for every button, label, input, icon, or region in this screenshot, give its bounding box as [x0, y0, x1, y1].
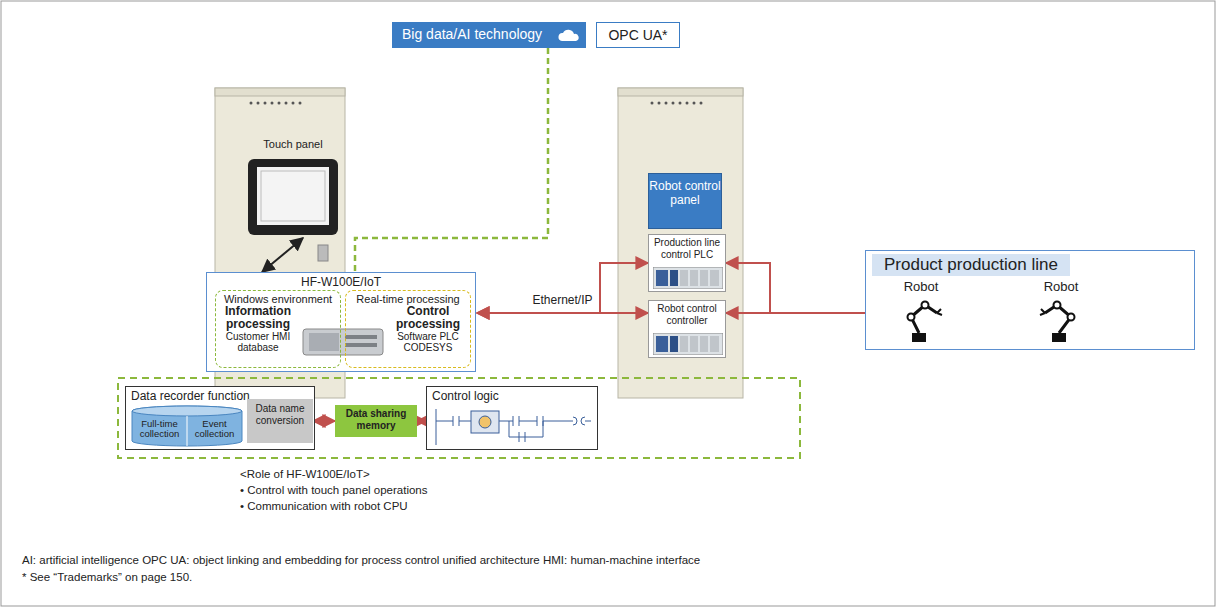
controller-box-picture [653, 333, 723, 355]
node-title: Windows environment [224, 293, 332, 305]
robot: Robot [1021, 279, 1101, 343]
node-title: Touch panel [243, 138, 343, 150]
robot-picture [891, 297, 951, 343]
plc-box: Production line control PLC [648, 234, 726, 292]
node-title: Robot [881, 279, 961, 294]
shared-memory-box: Data sharing memory [335, 405, 417, 437]
device-box: HF-W100E/IoTWindows environmentInformati… [206, 272, 476, 372]
connector [262, 238, 303, 272]
environment-box: Real-time processingControl processingSo… [345, 290, 471, 368]
device-box-picture [301, 323, 385, 359]
role-note: • Communication with robot CPU [240, 500, 408, 512]
connector [355, 48, 548, 272]
role-note: • Control with touch panel operations [240, 484, 428, 496]
connector [477, 263, 648, 313]
cloud-service-box: Big data/AI technology [392, 22, 586, 48]
connector [726, 312, 881, 314]
node-title: Real-time processing [356, 293, 459, 305]
node-title: Control logic [432, 389, 592, 403]
touch-panel: Touch panel [243, 138, 343, 238]
plc-box-picture [653, 267, 723, 289]
node-title: Data sharing memory [337, 408, 415, 431]
conversion-box: Data name conversion [247, 399, 313, 443]
node-text: Customer HMI database [219, 331, 297, 353]
connector [313, 420, 335, 422]
node-text: Control processing [389, 305, 467, 331]
touch-panel-picture [247, 158, 339, 236]
connector [726, 263, 881, 313]
node-text: Event collection [191, 419, 239, 440]
function-box: Control logic [426, 386, 598, 450]
node-title: Data name conversion [249, 403, 311, 426]
node-title: OPC UA* [597, 27, 679, 43]
controller-box: Robot control controller [648, 300, 726, 358]
node-title: Big data/AI technology [402, 26, 552, 42]
robot-picture [1031, 297, 1091, 343]
connector [417, 420, 426, 422]
environment-box: Windows environmentInformation processin… [215, 290, 341, 368]
protocol-box: OPC UA* [596, 22, 680, 48]
node-title: Full-time collection [136, 419, 184, 440]
production-line: Product production lineRobot Robot [865, 250, 1195, 350]
node-title: Robot [1021, 279, 1101, 294]
function-box-picture [433, 407, 593, 447]
node-title: HF-W100E/IoT [207, 275, 475, 289]
cloud-service-box-picture [558, 28, 580, 42]
footnote: * See “Trademarks” on page 150. [22, 571, 192, 583]
node-title: Product production line [872, 254, 1070, 276]
panel-header: Robot control panel [648, 173, 722, 229]
node-text: Information processing [219, 305, 297, 331]
role-note: <Role of HF-W100E/IoT> [240, 468, 370, 480]
node-title: Robot control controller [651, 303, 723, 326]
function-box: Data recorder functionFull-time collecti… [125, 386, 315, 450]
robot: Robot [881, 279, 961, 343]
edge-label: Ethernet/IP [530, 293, 594, 307]
node-text: Software PLC CODESYS [389, 331, 467, 353]
footnote: AI: artificial intelligence OPC UA: obje… [22, 554, 700, 566]
node-title: Robot control panel [649, 179, 721, 208]
database-cylinder: Full-time collection Event collection [130, 405, 244, 447]
node-title: Production line control PLC [651, 237, 723, 260]
